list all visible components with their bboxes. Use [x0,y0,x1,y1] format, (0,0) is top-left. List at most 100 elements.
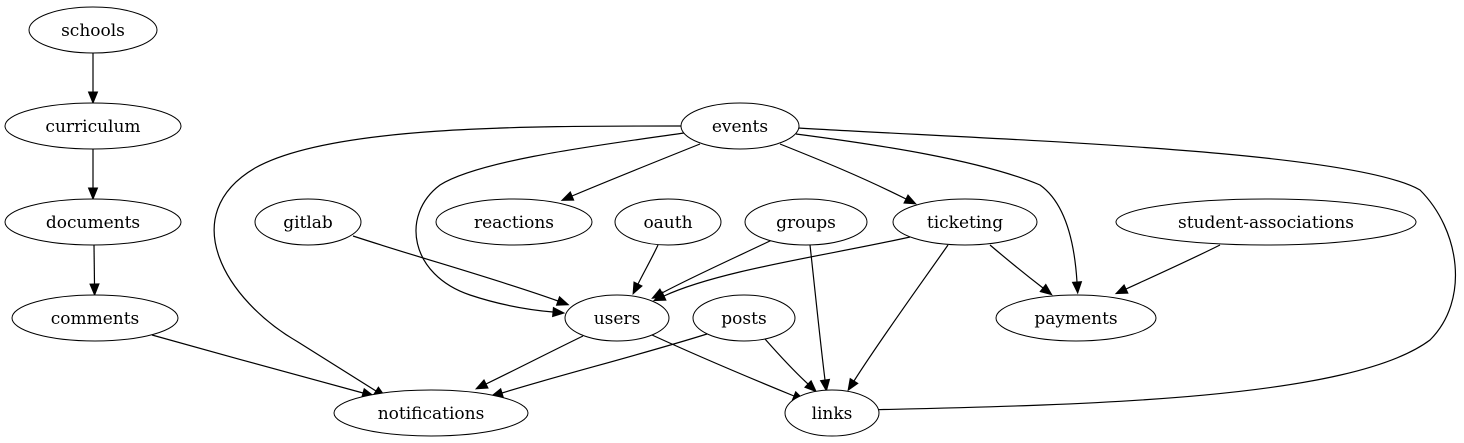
edge-line [352,235,559,302]
node-label: schools [61,21,125,41]
edge-events-to-notifications [213,125,683,398]
node-label: ticketing [927,213,1003,233]
node-shape [692,294,796,342]
edge-curriculum-to-documents [87,149,99,201]
node-label: events [712,117,768,137]
node-reactions[interactable]: reactions [435,198,593,246]
node-shape [564,294,670,342]
node-label: payments [1034,309,1117,329]
edge-events-to-ticketing [779,143,917,205]
node-ticketing[interactable]: ticketing [892,198,1038,246]
edge-line [1125,244,1221,290]
edge-line [853,244,949,382]
node-shape [614,198,722,246]
edge-line [795,133,1078,283]
nodes-layer: schools curriculum documents comments notifi… [4,6,1417,437]
node-shape [435,198,593,246]
edge-line [661,239,773,294]
edge-posts-to-links [764,338,818,393]
arrowhead [804,379,818,393]
node-links[interactable]: links [784,389,880,437]
arrowhead [560,191,575,201]
node-label: oauth [643,213,692,233]
node-shape [11,294,179,342]
node-curriculum[interactable]: curriculum [4,102,182,150]
arrowhead [1039,283,1053,296]
arrowhead [1114,284,1129,295]
edge-ticketing-to-links [847,244,949,392]
edge-line [485,335,584,385]
node-shape [892,198,1038,246]
node-shape [1115,198,1417,246]
node-shape [995,294,1157,342]
node-comments[interactable]: comments [11,294,179,342]
arrowhead [632,281,643,295]
edge-line [415,132,685,313]
node-shape [333,389,529,437]
edge-schools-to-curriculum [87,53,99,105]
edge-line [663,236,911,297]
edge-gitlab-to-users [352,235,570,306]
node-groups[interactable]: groups [744,198,868,246]
node-label: notifications [378,404,485,424]
edge-events-to-users [415,132,685,318]
node-shape [744,198,868,246]
edge-line [213,125,683,392]
edge-line [151,334,364,394]
node-shape [784,389,880,437]
node-oauth[interactable]: oauth [614,198,722,246]
node-posts[interactable]: posts [692,294,796,342]
edge-oauth-to-users [632,244,659,295]
node-events[interactable]: events [680,102,800,150]
node-label: comments [51,309,140,329]
node-payments[interactable]: payments [995,294,1157,342]
edge-line [764,338,809,385]
arrowhead [1071,281,1083,295]
edge-line [809,244,826,381]
arrowhead [552,306,566,318]
edge-line [93,244,96,285]
arrowhead [87,91,99,105]
node-label: curriculum [45,117,140,137]
node-notifications[interactable]: notifications [333,389,529,437]
node-label: student-associations [1178,213,1354,233]
arrowhead [555,295,570,306]
edge-documents-to-comments [89,244,100,297]
edge-line [989,244,1044,289]
node-schools[interactable]: schools [28,6,158,54]
node-label: groups [776,213,836,233]
edge-line [501,333,708,394]
arrowhead [847,377,859,392]
edge-users-to-notifications [474,335,584,390]
arrowhead [474,379,489,390]
edge-users-to-links [651,334,806,401]
node-label: posts [721,309,766,329]
node-student-associations[interactable]: student-associations [1115,198,1417,246]
node-label: reactions [474,213,554,233]
arrowhead [87,187,99,201]
edge-ticketing-to-payments [989,244,1053,296]
node-shape [4,198,182,246]
node-documents[interactable]: documents [4,198,182,246]
arrowhead [89,283,100,297]
edge-events-to-reactions [560,143,701,201]
arrowhead [652,291,667,302]
edge-line [571,143,701,197]
node-label: users [594,309,641,329]
node-shape [680,102,800,150]
node-shape [28,6,158,54]
node-users[interactable]: users [564,294,670,342]
node-label: links [812,404,853,424]
arrowhead [819,378,831,393]
node-gitlab[interactable]: gitlab [254,198,362,246]
edge-events-to-links [797,127,1457,416]
arrowhead [903,194,917,205]
edge-comments-to-notifications [151,334,375,398]
node-shape [254,198,362,246]
node-label: gitlab [283,213,333,233]
node-label: documents [46,213,140,233]
edge-events-to-payments [795,133,1083,295]
edge-line [779,143,907,200]
edge-student-associations-to-payments [1114,244,1221,295]
edge-groups-to-links [809,244,831,393]
